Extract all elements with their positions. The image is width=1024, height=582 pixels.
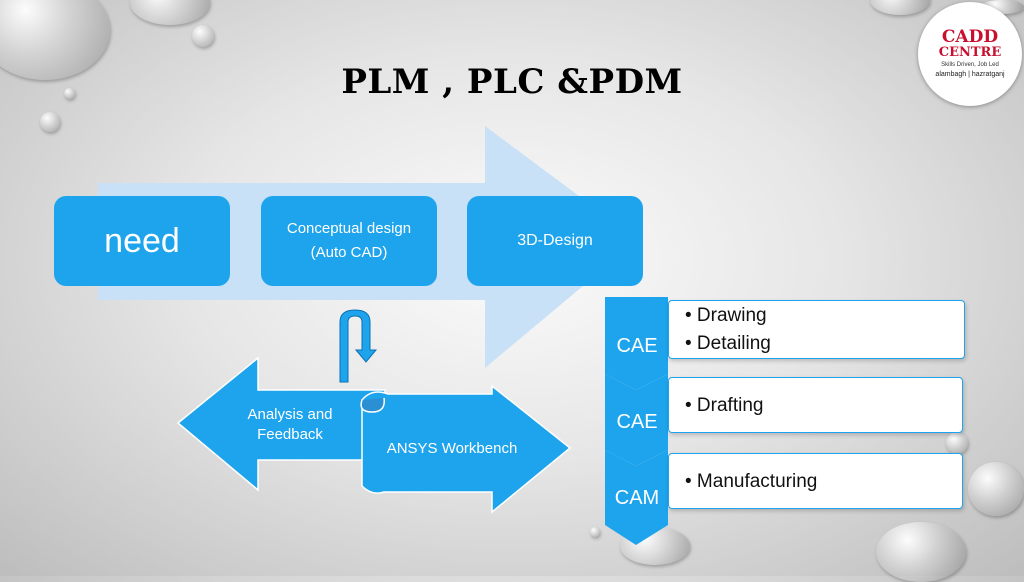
logo-name-line2: CENTRE	[938, 45, 1002, 60]
stage-item: • Detailing	[685, 333, 771, 354]
water-drop	[946, 432, 968, 454]
step-label: Conceptual design	[286, 220, 412, 237]
logo-tagline: Skills Driven, Job Led	[941, 62, 999, 68]
step-3d-design: 3D-Design	[467, 196, 643, 286]
water-drop	[40, 112, 60, 132]
step-label: 3D-Design	[517, 232, 593, 249]
stage-card-cam: • Manufacturing	[668, 453, 963, 509]
step-label: need	[104, 221, 180, 260]
page-title: PLM , PLC &PDM	[341, 62, 683, 102]
ansys-arrow	[361, 384, 572, 514]
ansys-label: ANSYS Workbench	[387, 440, 518, 457]
u-turn-arrow	[339, 309, 378, 383]
logo-name: CADD CENTRE	[918, 27, 1022, 61]
analysis-label-line2: Feedback	[257, 426, 323, 443]
stage-item: • Drafting	[685, 395, 764, 416]
water-drop	[192, 25, 214, 47]
stage-tag: CAE	[616, 335, 657, 357]
chevron-cae-2	[605, 374, 668, 466]
stage-card-cae-drawing: • Drawing • Detailing	[668, 300, 965, 359]
water-drop	[64, 88, 75, 99]
analysis-arrow	[176, 356, 386, 492]
stage-item: • Manufacturing	[685, 471, 818, 492]
logo-name-line1: CADD	[941, 27, 999, 47]
water-drop	[968, 462, 1024, 516]
stage-tag: CAM	[615, 487, 659, 509]
scroll-curl	[360, 397, 385, 413]
stage-item: • Drawing	[685, 305, 767, 326]
stage-tag: CAE	[616, 411, 657, 433]
water-drop	[876, 522, 966, 582]
cadd-centre-logo: CADD CENTRE Skills Driven, Job Led alamb…	[918, 2, 1022, 106]
analysis-label-line1: Analysis and	[247, 406, 332, 423]
step-conceptual-design: Conceptual design (Auto CAD)	[261, 196, 437, 286]
chevron-cam	[605, 450, 668, 545]
step-need: need	[54, 196, 230, 286]
step-sublabel: (Auto CAD)	[310, 244, 388, 261]
water-drop	[590, 527, 600, 537]
stage-card-cae-drafting: • Drafting	[668, 377, 963, 433]
water-drop	[870, 0, 930, 15]
logo-location: alambagh | hazratganj	[935, 71, 1005, 78]
chevron-cae-1	[605, 297, 668, 390]
